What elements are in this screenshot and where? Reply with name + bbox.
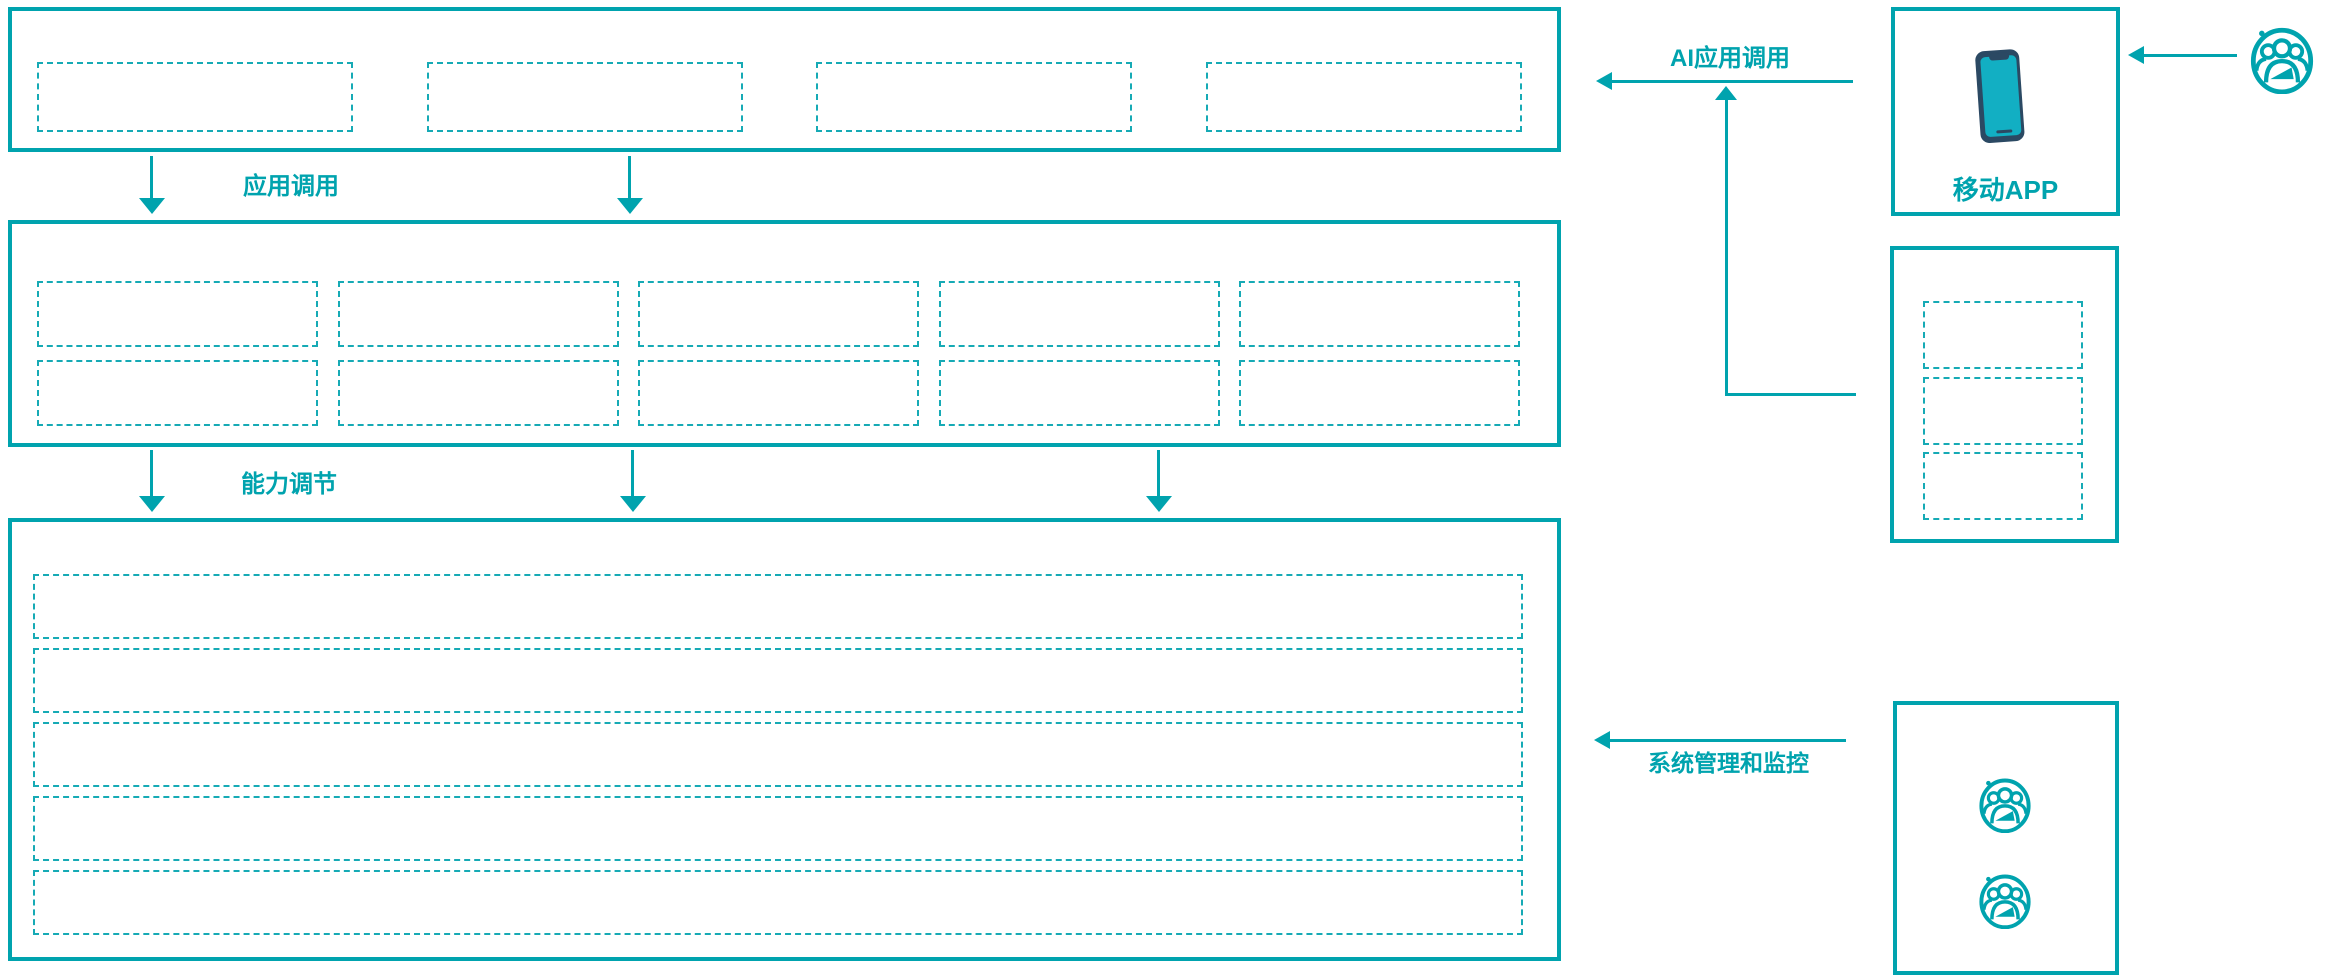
top-layer-box [8, 7, 1561, 152]
placeholder-box [37, 62, 353, 132]
placeholder-box [37, 281, 318, 347]
up-arrow-head [1715, 86, 1737, 100]
down-arrow [150, 156, 153, 200]
placeholder-box [938, 281, 1220, 347]
placeholder-box [1239, 281, 1520, 347]
top-layer-placeholders [37, 62, 1522, 132]
user-to-app-arrow-line [2144, 54, 2237, 57]
ai-call-arrow-head [1596, 72, 1612, 90]
ai-call-arrow-line [1612, 80, 1853, 83]
down-arrow-head [139, 198, 165, 214]
user-group-icon [2250, 27, 2314, 94]
user-group-icon [1979, 778, 2031, 833]
mobile-app-label: 移动APP [1952, 175, 2059, 205]
admin-box [1893, 701, 2119, 975]
placeholder-box [1923, 376, 2083, 445]
down-arrow [1157, 450, 1160, 496]
placeholder-box [37, 360, 318, 426]
middle-layer-box [8, 220, 1561, 447]
bottom-layer-placeholders [33, 574, 1523, 935]
down-arrow-head [1146, 496, 1172, 512]
smartphone-icon [1975, 49, 2025, 143]
middle-layer-placeholders [37, 281, 1520, 426]
placeholder-box [1923, 301, 2083, 369]
placeholder-row [33, 722, 1523, 787]
placeholder-box [337, 360, 619, 426]
capability-adjust-label: 能力调节 [241, 471, 337, 498]
placeholder-box [816, 62, 1133, 132]
placeholder-box [426, 62, 743, 132]
placeholder-box [638, 281, 919, 347]
ai-app-call-label: AI应用调用 [1670, 45, 1790, 72]
user-group-icon [1979, 874, 2031, 929]
placeholder-box [1239, 360, 1520, 426]
placeholder-box [938, 360, 1220, 426]
down-arrow [631, 450, 634, 496]
monitor-arrow-line [1610, 739, 1846, 742]
down-arrow [628, 156, 631, 200]
placeholder-box [337, 281, 619, 347]
down-arrow-head [139, 496, 165, 512]
placeholder-row [33, 870, 1523, 935]
monitor-arrow-head [1594, 731, 1610, 749]
placeholder-box [1923, 452, 2083, 520]
up-arrow-line [1725, 98, 1728, 395]
bottom-layer-box [8, 518, 1561, 961]
placeholder-row [33, 648, 1523, 713]
placeholder-box [638, 360, 919, 426]
elbow-line [1725, 393, 1856, 396]
system-monitor-label: 系统管理和监控 [1648, 750, 1809, 776]
down-arrow-head [617, 198, 643, 214]
placeholder-box [1205, 62, 1522, 132]
user-to-app-arrow-head [2128, 46, 2144, 64]
right-panel-box [1890, 246, 2119, 543]
down-arrow-head [620, 496, 646, 512]
placeholder-row [33, 796, 1523, 861]
placeholder-row [33, 574, 1523, 639]
down-arrow [150, 450, 153, 496]
app-call-label: 应用调用 [243, 173, 339, 200]
right-panel-placeholders [1923, 301, 2083, 520]
